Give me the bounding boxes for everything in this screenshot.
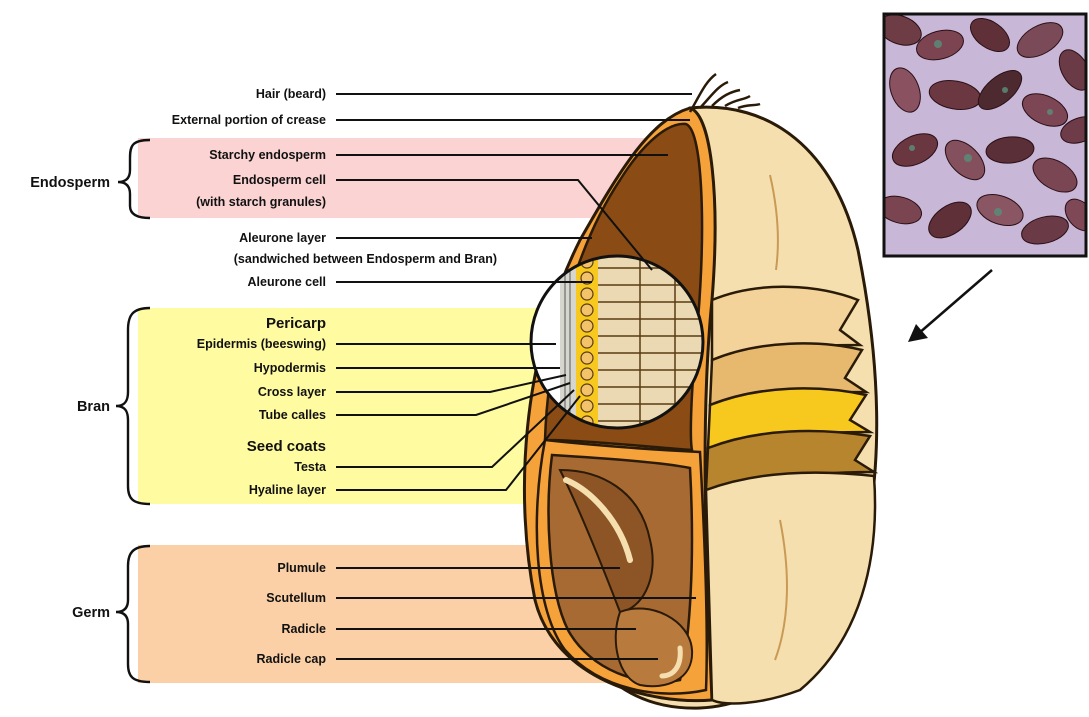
arrow-down-left-icon <box>908 270 992 342</box>
hair-5 <box>738 104 760 108</box>
label-aleurone-1: Aleurone layer <box>239 231 326 245</box>
wheat-grains-photo <box>875 9 1089 256</box>
label-radicle: Radicle <box>282 622 327 636</box>
label-scutellum: Scutellum <box>266 591 326 605</box>
hair-3 <box>712 90 740 106</box>
group-bran: Bran <box>77 399 110 415</box>
label-crease: External portion of crease <box>172 113 326 127</box>
group-germ: Germ <box>72 605 110 621</box>
label-pericarp: Pericarp <box>266 315 326 332</box>
label-endo-cell-1: Endosperm cell <box>233 173 326 187</box>
bran-flap-5 <box>706 473 875 704</box>
label-epidermis: Epidermis (beeswing) <box>197 337 326 351</box>
label-hair: Hair (beard) <box>256 87 326 101</box>
label-seed-coats: Seed coats <box>247 438 326 455</box>
label-aleurone-2: (sandwiched between Endosperm and Bran) <box>234 252 497 266</box>
hair-4 <box>725 96 750 106</box>
label-radicle-cap: Radicle cap <box>257 652 327 666</box>
label-testa: Testa <box>294 460 327 474</box>
group-endosperm: Endosperm <box>30 175 110 191</box>
label-cross-layer: Cross layer <box>258 385 326 399</box>
label-plumule: Plumule <box>277 561 326 575</box>
label-hyaline: Hyaline layer <box>249 483 326 497</box>
label-aleurone-cell: Aleurone cell <box>248 275 327 289</box>
label-starchy: Starchy endosperm <box>209 148 326 162</box>
label-hypodermis: Hypodermis <box>254 361 326 375</box>
label-tube-calles: Tube calles <box>259 408 326 422</box>
label-endo-cell-2: (with starch granules) <box>196 195 326 209</box>
